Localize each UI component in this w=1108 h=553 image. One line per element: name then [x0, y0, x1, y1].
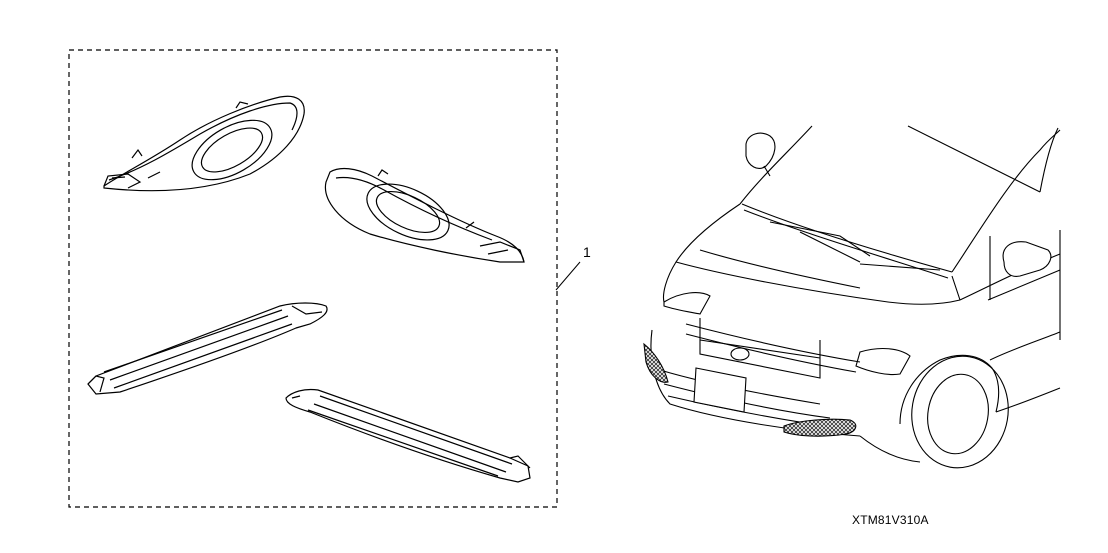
fog-light-bezel-right	[325, 169, 524, 262]
lower-garnish-strip-right	[286, 389, 530, 482]
vehicle-front-illustration	[644, 126, 1060, 475]
figure-code: XTM81V310A	[852, 513, 929, 527]
kit-boundary-box	[69, 50, 557, 507]
callout-leader-line	[556, 262, 580, 290]
fog-light-bezel-left	[104, 96, 304, 192]
callout-number-1: 1	[583, 244, 591, 260]
lower-garnish-strip-left	[88, 303, 327, 394]
